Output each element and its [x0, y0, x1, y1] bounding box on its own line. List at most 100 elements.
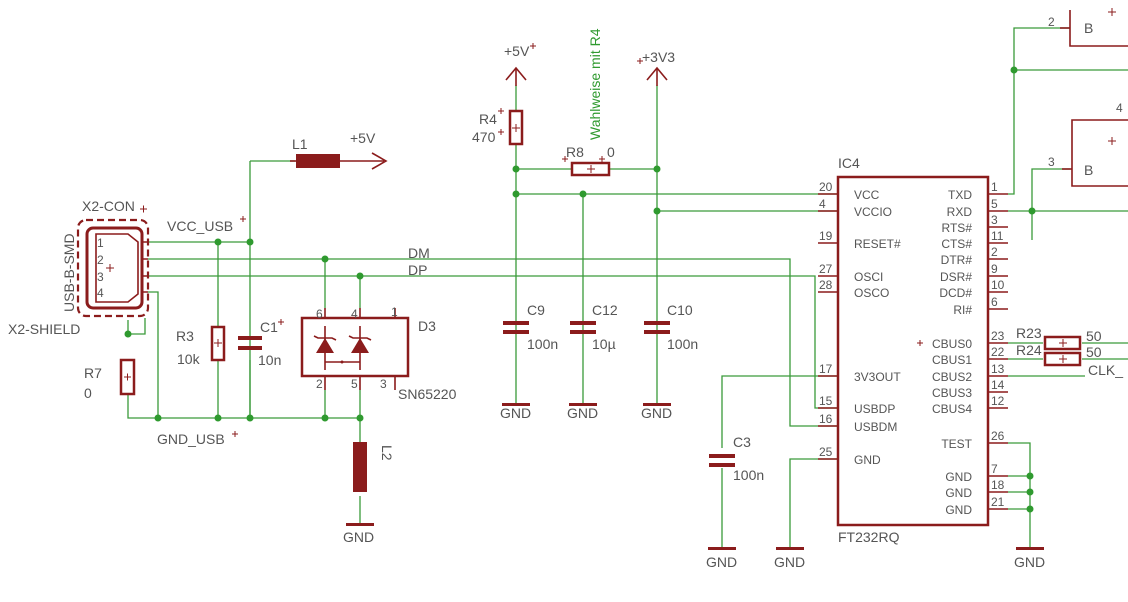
- gnd-c12: GND: [567, 405, 598, 421]
- ic-right-pin-name: TEST: [941, 437, 972, 451]
- ic-left-pin-number: 27: [819, 262, 833, 276]
- dp-label: DP: [408, 262, 427, 278]
- ic-left-pins: 20VCC4VCCIO19RESET#27OSCI28OSCO173V3OUT1…: [818, 180, 901, 467]
- ic-left-pin-number: 17: [819, 362, 833, 376]
- vcc5-label: +5V: [504, 43, 530, 59]
- resistor-r24: [1043, 351, 1082, 367]
- r8-value: 0: [607, 144, 615, 160]
- ic-right-pin-name: TXD: [948, 188, 972, 202]
- ic-right-pin-number: 18: [991, 478, 1005, 492]
- conn-pin-3: 3: [97, 270, 104, 284]
- ic-right-pin-number: 11: [991, 229, 1004, 243]
- ic-right-pin-number: 14: [991, 378, 1005, 392]
- resistor-r3: [210, 325, 226, 362]
- ic-right-pin-name: CTS#: [941, 237, 972, 251]
- d3-pin-4: 4: [351, 307, 358, 321]
- vcc3v3-label: +3V3: [642, 49, 675, 65]
- ic-right-pin-number: 2: [991, 245, 998, 259]
- ic4-label: IC4: [838, 155, 860, 171]
- c1-label: C1: [260, 319, 278, 335]
- clk-label: CLK_: [1088, 362, 1123, 378]
- inductor-l2: [353, 442, 367, 492]
- conn-pin-4: 4: [97, 286, 104, 300]
- c9-value: 100n: [527, 336, 558, 352]
- partial-pin-2: 2: [1048, 15, 1055, 29]
- ic-right-pin-number: 1: [991, 180, 998, 194]
- l1-label: L1: [292, 136, 308, 152]
- partial-part-mid: [1062, 119, 1128, 187]
- ic-right-pin-name: GND: [945, 486, 972, 500]
- c1-value: 10n: [258, 352, 281, 368]
- ic-right-pin-number: 26: [991, 429, 1005, 443]
- ic4-ft232rq: 20VCC4VCCIO19RESET#27OSCI28OSCO173V3OUT1…: [818, 175, 1008, 527]
- c12-label: C12: [592, 302, 618, 318]
- gnd-c9: GND: [500, 405, 531, 421]
- vcc-usb-label: VCC_USB: [167, 218, 233, 234]
- ic-right-pin-number: 22: [991, 345, 1005, 359]
- ic-right-pin-name: GND: [945, 503, 972, 517]
- r3-label: R3: [176, 328, 194, 344]
- gnd-l2: GND: [343, 529, 374, 545]
- gnd-c3: GND: [706, 554, 737, 570]
- r23-label: R23: [1016, 325, 1042, 341]
- ic-left-pin-name: RESET#: [854, 237, 901, 251]
- gnd-c10: GND: [641, 405, 672, 421]
- c10-label: C10: [667, 302, 693, 318]
- d3-pin-3: 3: [380, 377, 387, 391]
- capacitor-c1: [238, 319, 284, 350]
- ic-right-pin-number: 7: [991, 462, 998, 476]
- ic-left-pin-name: OSCO: [854, 286, 889, 300]
- gnd-usb-label: GND_USB: [157, 431, 225, 447]
- ic-right-pin-name: RTS#: [942, 221, 973, 235]
- ic-left-pin-number: 25: [819, 445, 833, 459]
- ic-left-pin-number: 15: [819, 394, 833, 408]
- resistor-r8: [562, 156, 611, 177]
- partial-pin-3: 3: [1048, 155, 1055, 169]
- ft232rq-label: FT232RQ: [838, 529, 900, 545]
- ic-left-pin-number: 16: [819, 412, 833, 426]
- ic-left-pin-name: GND: [854, 453, 881, 467]
- ic-left-pin-number: 4: [819, 197, 826, 211]
- conn-pin-1: 1: [97, 236, 104, 250]
- ic-left-pin-name: OSCI: [854, 270, 883, 284]
- capacitor-c10: [644, 321, 670, 334]
- ic-right-pin-name: RI#: [953, 303, 972, 317]
- sn65220-label: SN65220: [398, 386, 457, 402]
- ic-right-pin-name: CBUS1: [932, 353, 972, 367]
- partial-pin-4: 4: [1116, 101, 1123, 115]
- ic-right-pin-name: RXD: [947, 205, 973, 219]
- ic-right-pin-name: CBUS3: [932, 386, 972, 400]
- x2-con-label: X2-CON: [82, 198, 135, 214]
- capacitor-c3: [709, 454, 735, 467]
- resistor-r23: [1043, 335, 1082, 351]
- d3-pin-1: 1: [391, 305, 398, 319]
- r7-label: R7: [84, 365, 102, 381]
- ic-right-pin-name: CBUS2: [932, 370, 972, 384]
- d3-label: D3: [418, 318, 436, 334]
- partial-part-top: [1060, 8, 1128, 47]
- x2-shield-label: X2-SHIELD: [8, 321, 80, 337]
- r7-value: 0: [84, 385, 92, 401]
- ic-left-pin-name: USBDM: [854, 420, 897, 434]
- c12-value: 10µ: [592, 336, 616, 352]
- r8-label: R8: [566, 144, 584, 160]
- gnd-symbols: [346, 403, 1044, 550]
- ic-right-pin-number: 3: [991, 213, 998, 227]
- ic-right-pin-name: CBUS0: [932, 337, 972, 351]
- junctions: [124, 66, 1036, 513]
- ic-right-pin-number: 9: [991, 262, 998, 276]
- d3-pin-2: 2: [316, 377, 323, 391]
- ic-right-pin-number: 6: [991, 295, 998, 309]
- c3-label: C3: [733, 434, 751, 450]
- ic-right-pin-name: DCD#: [939, 286, 972, 300]
- ic-left-pin-number: 28: [819, 278, 833, 292]
- gnd-ic-right: GND: [1014, 554, 1045, 570]
- r4-label: R4: [479, 111, 497, 127]
- resistor-r7: [119, 358, 136, 396]
- d3-pin-5: 5: [351, 377, 358, 391]
- ic-right-pin-name: DSR#: [940, 270, 972, 284]
- usb-connector-x2: 1 2 3 4: [76, 205, 150, 318]
- ic-left-pin-name: VCCIO: [854, 205, 892, 219]
- usb-smd-label: USB-B-SMD: [61, 233, 77, 312]
